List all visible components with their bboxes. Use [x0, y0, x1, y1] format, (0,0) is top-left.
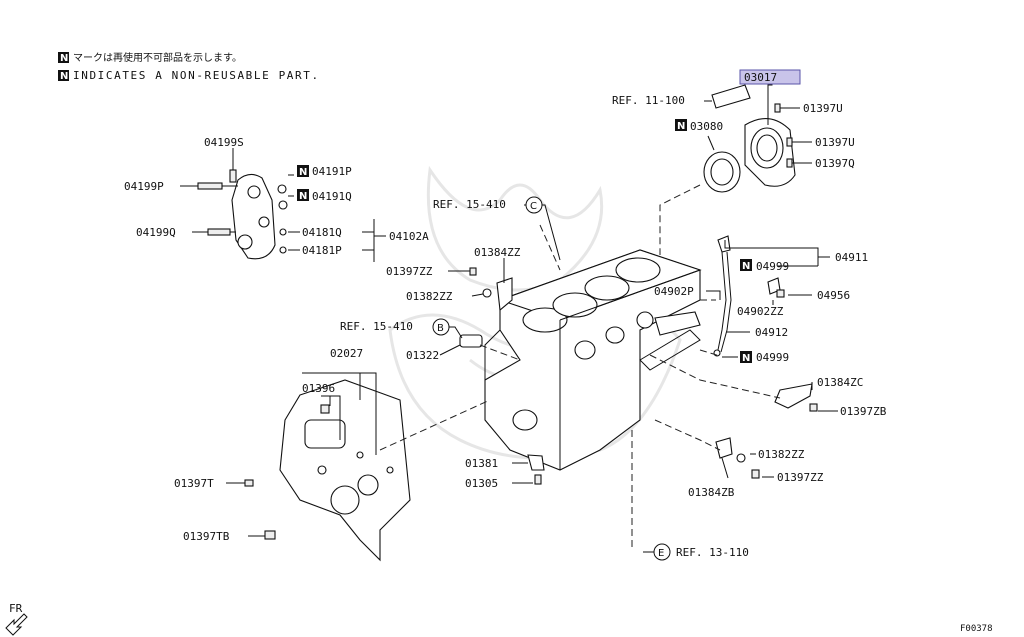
part-label: 01381 — [465, 457, 498, 470]
oil-filter-bracket — [197, 169, 288, 260]
part-label: 04181Q — [302, 226, 342, 239]
note-japanese: マークは再使用不可部品を示します。 — [73, 51, 242, 64]
oil-level-gauge — [654, 235, 785, 357]
ref-e-circle — [653, 543, 671, 561]
n-symbol: N — [60, 71, 68, 82]
note-english: INDICATES A NON-REUSABLE PART. — [73, 69, 320, 82]
part-label: 04191Q — [312, 190, 352, 203]
figure-id: F00378 — [960, 624, 993, 634]
part-label: 01305 — [465, 477, 498, 490]
part-label: 01397ZZ — [386, 265, 433, 278]
part-label: 01397U — [803, 102, 843, 115]
ref-e-letter: E — [658, 548, 664, 559]
ref-11-100-label: REF. 11-100 — [612, 94, 685, 107]
part-label: 04199S — [204, 136, 244, 149]
part-label: 01382ZZ — [406, 290, 453, 303]
part-label: 01397TB — [183, 530, 230, 543]
cylinder-block — [484, 249, 702, 471]
n-symbol: N — [299, 191, 307, 202]
ref-13-110-label: REF. 13-110 — [676, 546, 749, 559]
part-label: 04181P — [302, 244, 342, 257]
part-label: 01397ZB — [840, 405, 887, 418]
alignment-lines — [379, 184, 781, 550]
n-symbol: N — [742, 261, 750, 272]
part-label: 01397T — [174, 477, 214, 490]
rear-plate — [244, 379, 411, 562]
part-label: 04999 — [756, 351, 789, 364]
n-symbol: N — [677, 121, 685, 132]
ref-labels: REF. 11-100 REF. 15-410 C REF. 15-410 B … — [340, 94, 749, 561]
part-03017-label[interactable]: 03017 — [744, 71, 777, 84]
part-label: 04912 — [755, 326, 788, 339]
rear-oil-seal-case — [703, 118, 796, 193]
part-label: 01397U — [815, 136, 855, 149]
fr-label: FR — [9, 602, 23, 615]
legend-notes: N マークは再使用不可部品を示します。 N INDICATES A NON-RE… — [58, 51, 320, 82]
n-symbol: N — [299, 167, 307, 178]
fr-arrow-icon — [5, 613, 28, 636]
part-label: 02027 — [330, 347, 363, 360]
part-label: 01384ZC — [817, 376, 863, 389]
part-label: 04956 — [817, 289, 850, 302]
part-03017-highlight[interactable] — [739, 69, 801, 85]
ref-b-letter: B — [437, 323, 444, 334]
part-label: 01382ZZ — [758, 448, 805, 461]
part-label: 04911 — [835, 251, 868, 264]
part-label: 04199Q — [136, 226, 176, 239]
ref-15-410-c-label: REF. 15-410 — [433, 198, 506, 211]
ref-15-410-b-label: REF. 15-410 — [340, 320, 413, 333]
part-label: 04999 — [756, 260, 789, 273]
part-label: 01322 — [406, 349, 439, 362]
front-direction-indicator: FR — [5, 602, 28, 636]
ref-c-letter: C — [530, 201, 537, 212]
ref-b-circle — [432, 318, 450, 336]
part-label: 01384ZB — [688, 486, 735, 499]
n-symbol: N — [60, 53, 68, 64]
part-label: 01384ZZ — [474, 246, 521, 259]
part-label: 04191P — [312, 165, 352, 178]
sealant-tube — [711, 84, 751, 109]
ref-c-circle — [525, 196, 543, 214]
part-label: 04902ZZ — [737, 305, 784, 318]
part-label: 01397ZZ — [777, 471, 824, 484]
small-parts — [459, 267, 818, 485]
leader-lines — [180, 79, 838, 553]
part-label: 01397Q — [815, 157, 855, 170]
part-label: 04199P — [124, 180, 164, 193]
part-label: 01396 — [302, 382, 335, 395]
part-label: 04102A — [389, 230, 429, 243]
part-labels: 01397U N 03080 01397U 01397Q 04199S 0419… — [124, 102, 887, 543]
bolts-seal — [774, 103, 805, 168]
part-label: 04902P — [654, 285, 694, 298]
n-symbol: N — [742, 353, 750, 364]
part-label: 03080 — [690, 120, 723, 133]
